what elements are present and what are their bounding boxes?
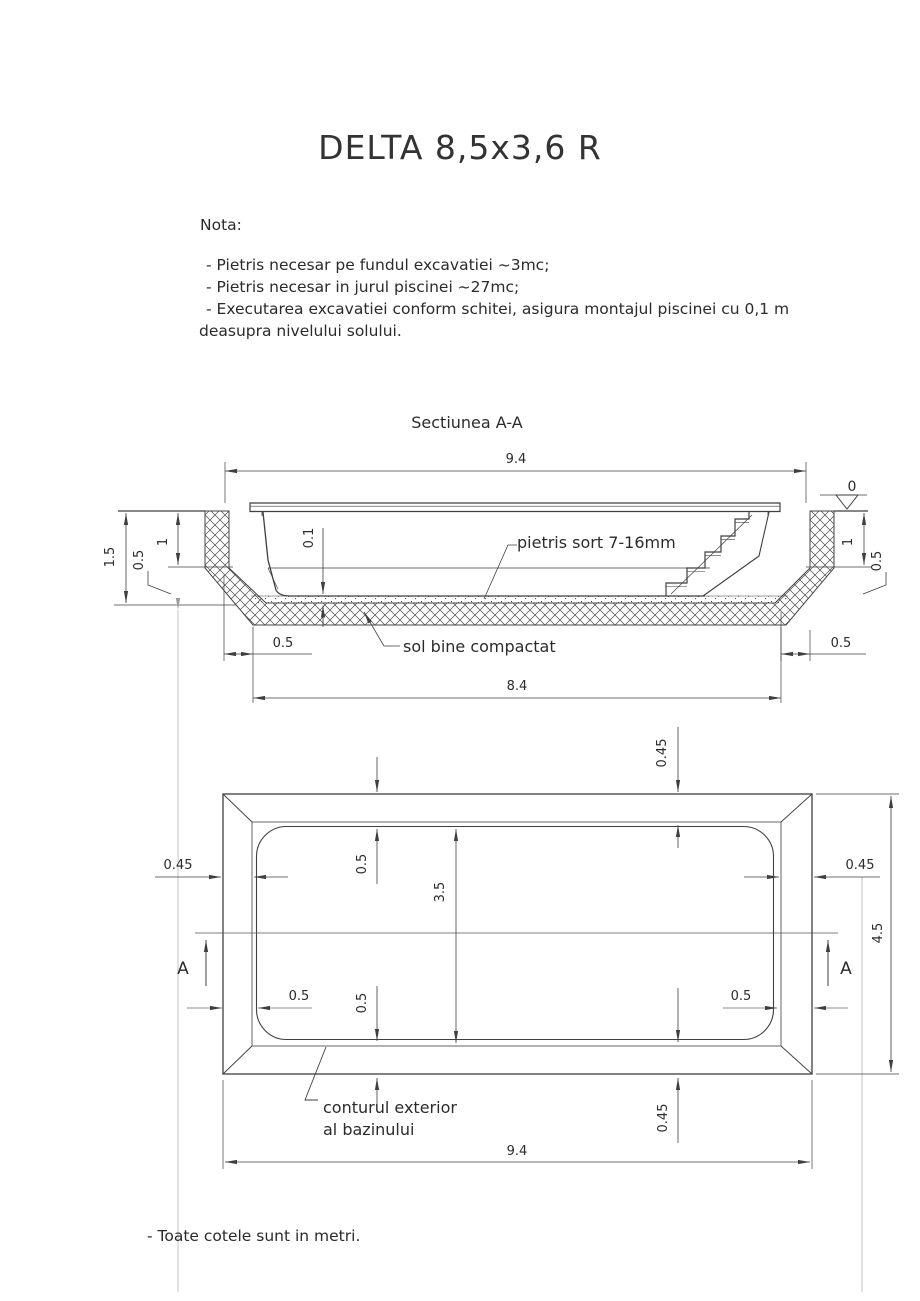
gravel-layer <box>251 596 788 603</box>
dim-label-inner-height: 3.5 <box>433 882 448 903</box>
notes-block: - Pietris necesar pe fundul excavatiei ~… <box>199 254 819 342</box>
pool-left-wall <box>262 511 291 597</box>
dim-label-berm-left: 0.5 <box>273 636 294 651</box>
section-marker-left: A <box>177 959 189 979</box>
pool-right-wall <box>702 511 770 597</box>
footer-note: - Toate cotele sunt in metri. <box>147 1227 361 1245</box>
leader-layer-left <box>147 571 172 595</box>
dim-label-offset-top: 0.45 <box>655 739 670 768</box>
dim-label-offset-left: 0.45 <box>164 858 193 873</box>
excavation-inner-rect <box>251 821 782 1047</box>
section-marker-right: A <box>840 959 852 979</box>
dim-berm-left <box>223 575 312 703</box>
gravel-label: pietris sort 7-16mm <box>517 533 676 552</box>
pool-stairs <box>665 512 753 596</box>
dim-label-depth-total: 1.5 <box>103 547 118 568</box>
dim-label-layer-right: 0.5 <box>870 551 885 572</box>
dim-depth-total-left <box>114 513 236 606</box>
datum-label: 0 <box>848 479 857 495</box>
excavation-outer-rect <box>222 793 813 1075</box>
section-view: 0 9.4 1.5 1 0.5 1 0.5 <box>103 452 887 703</box>
leader-contour-label <box>304 1046 327 1101</box>
dim-section-top-width <box>224 462 807 503</box>
dim-label-layer-left: 0.5 <box>132 550 147 571</box>
datum-marker <box>820 494 867 510</box>
dim-label-plan-height: 4.5 <box>871 923 886 944</box>
dim-label-wall-bottom: 0.5 <box>355 993 370 1014</box>
pool-left-wall-inner <box>267 567 279 590</box>
plan-view: A A 0.5 0.45 3.5 0.5 0.45 <box>155 598 899 1292</box>
dim-depth-left <box>168 513 233 568</box>
dim-plan-height <box>816 793 899 1075</box>
dim-plan-width <box>222 1080 813 1169</box>
dim-label-edge-left: 0.5 <box>289 989 310 1004</box>
contour-label-line1: conturul exterior <box>323 1098 457 1117</box>
page-title: DELTA 8,5x3,6 R <box>318 128 602 167</box>
soil-hatch-region <box>204 510 835 626</box>
dim-berm-right <box>780 612 866 661</box>
leader-layer-right <box>862 572 887 595</box>
contour-label-line2: al bazinului <box>323 1120 414 1139</box>
dim-label-gravel-thickness: 0.1 <box>302 528 317 549</box>
dim-label-depth-right: 1 <box>841 538 856 546</box>
note-line: - Executarea excavatiei conform schitei,… <box>206 300 790 318</box>
dim-label-wall-top: 0.5 <box>355 854 370 875</box>
leader-soil-label <box>363 611 400 647</box>
notes-heading: Nota: <box>200 216 242 234</box>
dim-label-offset-bottom: 0.45 <box>656 1104 671 1133</box>
dim-label-plan-width: 9.4 <box>507 1144 528 1159</box>
dim-label-edge-right: 0.5 <box>731 989 752 1004</box>
dim-label-berm-right: 0.5 <box>831 636 852 651</box>
leader-gravel-label <box>483 544 517 600</box>
note-line: - Pietris necesar pe fundul excavatiei ~… <box>206 256 550 274</box>
dim-depth-right <box>806 513 872 568</box>
dim-label-section-bottom-width: 8.4 <box>507 679 528 694</box>
dim-label-section-top-width: 9.4 <box>506 452 527 467</box>
note-line: deasupra nivelului solului. <box>199 322 402 340</box>
section-view-title: Sectiunea A-A <box>411 413 523 432</box>
soil-label: sol bine compactat <box>403 637 556 656</box>
dim-section-bottom-width <box>253 627 782 703</box>
dim-label-offset-right: 0.45 <box>846 858 875 873</box>
note-line: - Pietris necesar in jurul piscinei ~27m… <box>206 278 520 296</box>
dim-label-depth-left: 1 <box>156 538 171 546</box>
stairs-stringer <box>670 514 753 595</box>
pool-section-profile <box>249 502 781 597</box>
